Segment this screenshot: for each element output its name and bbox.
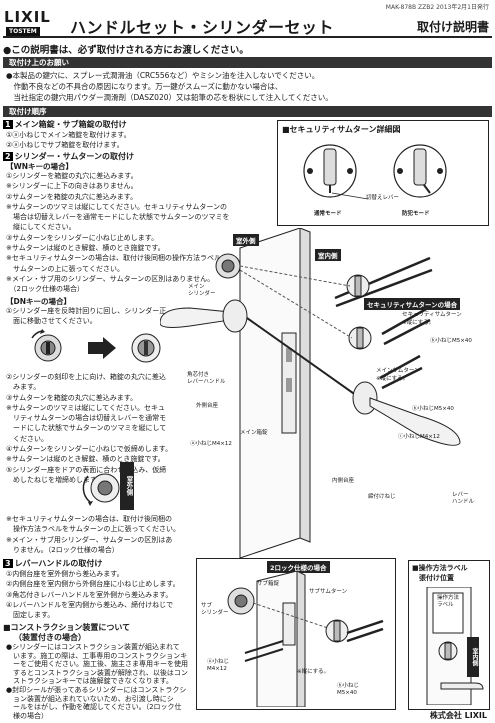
cylinder-seat-illustration: [82, 473, 120, 506]
cylinder-rotation-illustration: [31, 329, 161, 363]
two-lock-illustration: [227, 571, 384, 707]
request-line: ●本製品の鍵穴に、スプレー式潤滑油（CRC556など）やミシン油を注入しないでく…: [6, 71, 320, 80]
security-detail-title: ■セキュリティサムターン詳細図: [282, 125, 401, 134]
screw-a-label: ⓐ小ねじM4×12: [190, 441, 232, 447]
label-position-illustration: [426, 587, 484, 705]
vertical-note-2-label: ※縦にする。: [376, 376, 409, 382]
page-subtitle: 取付け説明書: [416, 20, 489, 34]
request-line: 当社指定の鍵穴用パウダー潤滑剤（DASZ020）又は鉛筆の芯を粉状にして注入して…: [6, 93, 333, 102]
sub-thumbturn-label: サブサムターン: [309, 589, 348, 595]
outdoor-side-label: 室外側: [233, 234, 259, 246]
sub-lock-label: サブ箱錠: [257, 581, 280, 587]
procedure-heading: 取付け順序: [3, 106, 492, 117]
inner-seat-label: 内側台座: [332, 478, 355, 484]
screw-m5b-label: ⓑ小ねじM5×40: [412, 406, 454, 412]
tostem-logo: TOSTEM: [6, 27, 40, 36]
section-3-body: ①内側台座を室外側から差込みます。 ②内側台座を室内側から外側台座に小ねじ止めし…: [6, 570, 180, 620]
screw-m4b-label: ⓒ小ねじM4×12: [398, 434, 440, 440]
main-assembly-diagram: [160, 228, 461, 558]
lixil-logo: LIXIL: [4, 8, 51, 26]
construction-body: ●シリンダーにはコンストラクション装置が組込まれて います。施工の際は、工事専用…: [6, 643, 188, 720]
label-position-title: ■操作方法ラベル 張付け位置: [412, 564, 468, 582]
normal-mode-label: 通常モード: [314, 211, 342, 217]
dn-key-notes: ※セキュリティサムターンの場合は、取付け後同梱の 操作方法ラベルをサムターンの上…: [6, 515, 180, 554]
fastening-screw-label: 締付けねじ: [368, 494, 396, 500]
operation-label-text: 操作方法 ラベル: [437, 595, 460, 608]
security-case-label: セキュリティサムターンの場合: [364, 298, 461, 310]
sub-screw-a-label: ⓐ小ねじ M4×12: [207, 659, 230, 672]
switch-lever-label: 切替えレバー: [366, 195, 400, 201]
dn-key-step1: ①シリンダー座を反時計回りに回し、シリンダー正 面に移動させてください。: [6, 307, 167, 326]
request-heading: 取付け上のお願い: [3, 57, 492, 68]
intro-note: ●この説明書は、必ず取付けされる方にお渡しください。: [3, 45, 249, 56]
construction-title: ■コンストラクション装置について: [3, 623, 131, 632]
outer-seat-label: 外側台座: [196, 403, 219, 409]
main-lock-label: メイン箱錠: [240, 430, 268, 436]
sub-screw-b-label: ⓑ小ねじ M5×40: [337, 683, 360, 696]
crime-prevention-mode-label: 防犯モード: [402, 211, 430, 217]
indoor-side-label: 室内側: [315, 249, 341, 261]
vertical-note-label: ※縦にする。: [402, 320, 435, 326]
outdoor-side-tag: 室外側: [120, 462, 134, 510]
thumbturn-mode-illustration: [303, 144, 447, 200]
page-title: ハンドルセット・シリンダーセット: [70, 18, 335, 37]
lever-handle-label: レバー ハンドル: [452, 492, 475, 505]
construction-title-2: （装置付きの場合）: [14, 633, 86, 642]
screw-m5-label: ⓑ小ねじM5×40: [430, 338, 472, 344]
wn-key-instructions: ①シリンダーを箱錠の丸穴に差込みます。 ※シリンダーに上下の向きはありません。 …: [6, 172, 230, 294]
main-thumbturn-label: メインサムターン: [376, 368, 420, 374]
security-thumbturn-label: セキュリティサムターン: [402, 312, 462, 318]
request-body: ●本製品の鍵穴に、スプレー式潤滑油（CRC556など）やミシン油を注入しないでく…: [6, 70, 333, 103]
section-1-body: ①ⓐ小ねじでメイン箱錠を取付けます。 ②ⓐ小ねじでサブ箱錠を取付けます。: [6, 131, 131, 150]
header-divider: [3, 36, 492, 38]
two-lock-box: 2ロック仕様の場合 サブ シリンダー サブ箱錠 ⓐ小ねじ M4×12 サブサムタ…: [196, 558, 396, 710]
main-cylinder-label: メイン シリンダー: [188, 284, 216, 297]
sub-cylinder-label: サブ シリンダー: [201, 603, 229, 616]
request-line: 作動不良などの不具合の原因になります。万一鍵がスムーズに動かない場合は、: [6, 82, 283, 91]
dn-key-title: 【DNキーの場合】: [6, 297, 72, 306]
wn-key-title: 【WNキーの場合】: [6, 162, 74, 171]
dn-key-steps: ②シリンダーの刻印を上に向け、箱錠の丸穴に差込 みます。 ③サムターンを箱錠の丸…: [6, 373, 173, 484]
label-position-box: ■操作方法ラベル 張付け位置 操作方法 ラベル 室内側: [408, 560, 490, 710]
square-lever-label: 角芯付き レバーハンドル: [187, 372, 226, 385]
document-code: MAK-878B ZZB2 2013年2月1日発行: [385, 4, 489, 11]
company-name: 株式会社 LIXIL: [429, 711, 487, 720]
security-detail-box: ■セキュリティサムターン詳細図 切替えレバー 通常モード 防犯モード: [277, 120, 489, 226]
section-number: 1: [3, 120, 13, 129]
two-lock-title: 2ロック仕様の場合: [267, 561, 330, 573]
sub-vertical-note-label: ※縦にする。: [297, 669, 330, 675]
label-indoor-tag: 室内側: [467, 637, 479, 677]
